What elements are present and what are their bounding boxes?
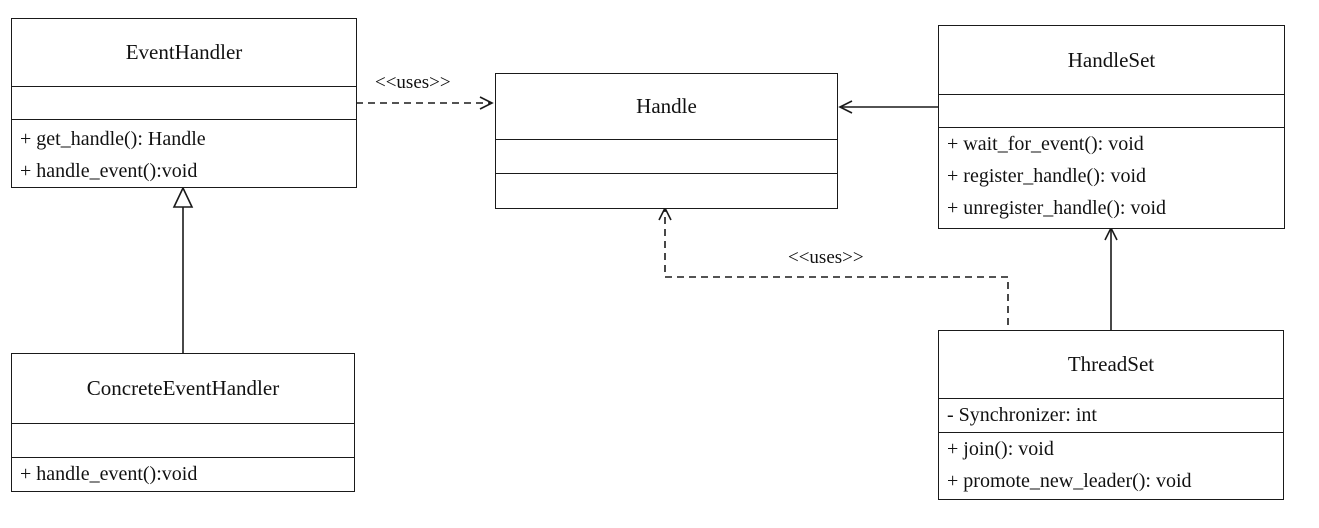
uses-stereotype-label: <<uses>> [375,72,451,93]
generalization-connector [172,186,194,353]
handleset-to-handle-connector [838,100,938,114]
operation: + get_handle(): Handle [20,128,206,150]
class-event-handler: EventHandler + get_handle(): Handle + ha… [11,18,357,188]
class-handle-set: HandleSet + wait_for_event(): void + reg… [938,25,1285,229]
class-attributes: - Synchronizer: int [939,399,1283,433]
class-attributes [496,140,837,174]
class-name: ThreadSet [939,331,1283,399]
operation: + wait_for_event(): void [947,133,1144,155]
operation: + handle_event():void [20,160,198,182]
operation: + unregister_handle(): void [947,197,1166,219]
class-handle: Handle [495,73,838,209]
class-operations: + handle_event():void [12,458,354,493]
class-attributes [12,424,354,458]
operation: + promote_new_leader(): void [947,470,1192,492]
eventhandler-uses-handle-connector [356,96,494,110]
uses-stereotype-label: <<uses>> [788,247,864,268]
operation: + register_handle(): void [947,165,1146,187]
class-operations: + wait_for_event(): void + register_hand… [939,128,1284,227]
class-attributes [939,95,1284,128]
class-name: HandleSet [939,26,1284,95]
class-name: Handle [496,74,837,140]
class-thread-set: ThreadSet - Synchronizer: int + join(): … [938,330,1284,500]
operation: + handle_event():void [20,463,198,485]
operation: + join(): void [947,438,1054,460]
class-concrete-event-handler: ConcreteEventHandler + handle_event():vo… [11,353,355,492]
class-operations: + join(): void + promote_new_leader(): v… [939,433,1283,500]
threadset-to-handleset-connector [1104,226,1118,330]
class-name: EventHandler [12,19,356,87]
class-name: ConcreteEventHandler [12,354,354,424]
attribute: - Synchronizer: int [947,404,1097,426]
class-operations: + get_handle(): Handle + handle_event():… [12,120,356,190]
class-attributes [12,87,356,120]
class-operations [496,174,837,180]
